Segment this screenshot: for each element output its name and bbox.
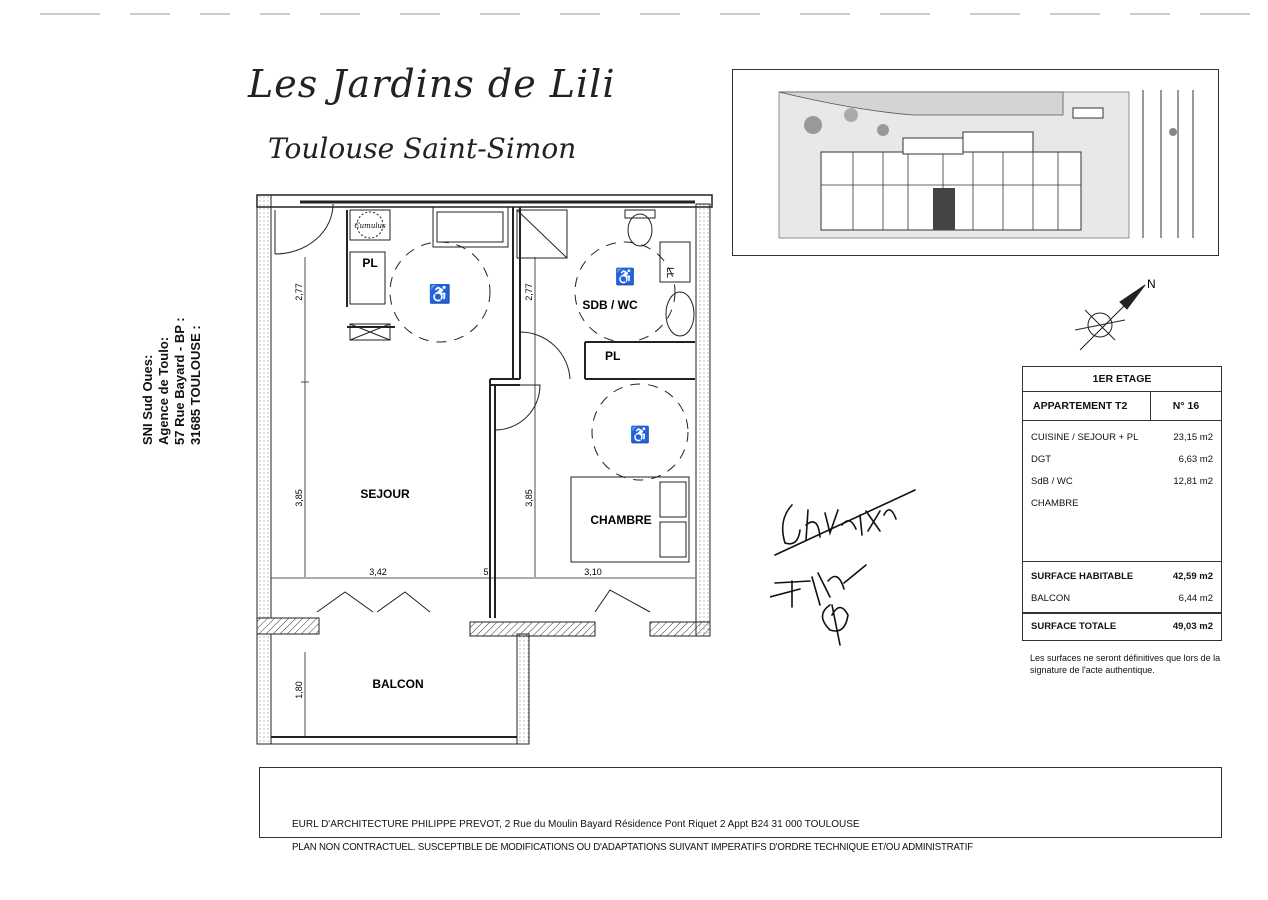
surface-disclaimer: Les surfaces ne seront définitives que l… [1030,653,1221,675]
habitable-label: SURFACE HABITABLE [1031,571,1134,582]
dim-w2: 5 [483,567,488,577]
surface-table: 1ER ETAGE APPARTEMENT T2 N° 16 CUISINE /… [1022,366,1222,641]
apartment-type: APPARTEMENT T2 [1023,392,1151,420]
surface-row: CHAMBRE [1031,498,1079,509]
project-title: Les Jardins de Lili [248,62,616,106]
chambre-label: CHAMBRE [590,513,651,527]
agency-address-stamp: SNI Sud Oues: Agence de Toulo: 57 Rue Ba… [140,285,220,445]
stamp-line-4: 31685 TOULOUSE : [188,325,203,445]
dim-h1: 2,77 [294,283,304,301]
pl-label-bedroom: PL [605,349,620,363]
dim-h3: 3,85 [294,489,304,507]
footer-box [259,767,1222,838]
cumulus-label: Cumulus [354,222,386,230]
site-plan-drawing [778,90,1194,239]
architect-credit: EURL D'ARCHITECTURE PHILIPPE PREVOT, 2 R… [292,819,860,830]
balcon-label: BALCON [372,677,423,691]
total-label: SURFACE TOTALE [1031,621,1117,632]
sejour-label: SEJOUR [360,487,410,501]
contract-disclaimer: PLAN NON CONTRACTUEL. SUSCEPTIBLE DE MOD… [292,841,973,853]
pl-label-kitchen: PL [362,256,377,270]
floor-label: 1ER ETAGE [1022,366,1222,392]
handwritten-signatures [770,489,916,646]
total-value: 49,03 m2 [1172,621,1213,632]
apartment-number: N° 16 [1172,400,1200,412]
wheelchair-icon: ♿ [615,267,635,286]
sdb-wc-label: SDB / WC [582,298,638,312]
dim-w1: 3,42 [369,567,387,577]
stamp-line-2: Agence de Toulo: [156,336,171,445]
dim-h4: 3,85 [524,489,534,507]
wheelchair-icon: ♿ [429,283,451,304]
project-location: Toulouse Saint-Simon [268,132,577,165]
wheelchair-icon: ♿ [630,425,650,444]
stamp-line-1: SNI Sud Oues: [140,354,155,445]
apartment-floor-plan: Cumulus PL ♿ LL ♿ SDB / WC PL ♿ CHAMBRE … [256,194,713,745]
dim-h2: 2,77 [524,283,534,301]
site-location-plan [732,69,1219,256]
balcon-label: BALCON [1031,593,1071,604]
total-row: SURFACE TOTALE 49,03 m2 [1022,613,1222,641]
north-label: N [1147,277,1156,291]
habitable-value: 42,59 m2 [1172,571,1213,582]
balcon-value: 6,44 m2 [1178,593,1213,604]
subtotals: SURFACE HABITABLE 42,59 m2 BALCON 6,44 m2 [1022,562,1222,613]
north-arrow-icon: N [1074,277,1156,351]
stamp-line-3: 57 Rue Bayard - BP : [172,317,187,445]
scan-border-dashes [40,13,1250,15]
ll-label: LL [664,267,675,279]
dim-b1: 1,80 [294,681,304,699]
dim-w3: 3,10 [584,567,602,577]
